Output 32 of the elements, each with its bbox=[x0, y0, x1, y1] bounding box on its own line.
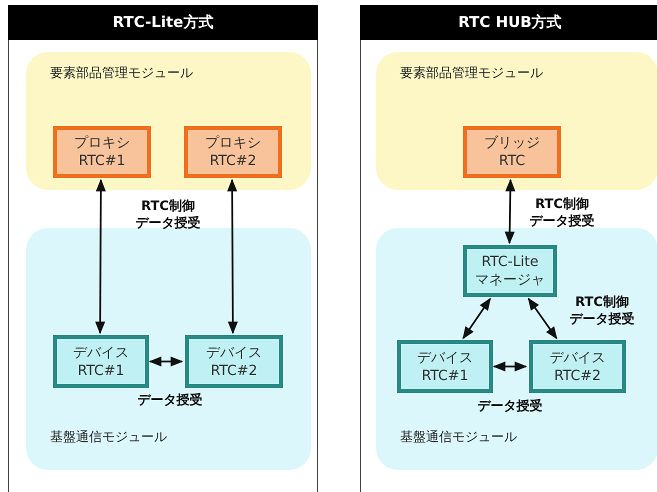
arrow bbox=[95, 178, 106, 334]
module-area bbox=[376, 52, 657, 190]
edge-label: RTC制御データ授受 bbox=[530, 196, 594, 230]
module-area bbox=[26, 228, 311, 470]
arrow bbox=[492, 361, 528, 372]
module-area bbox=[376, 228, 657, 470]
area-title: 基盤通信モジュール bbox=[400, 429, 517, 446]
note-label: RTC制御データ授受 bbox=[136, 198, 200, 232]
component-box: デバイス RTC#1 bbox=[397, 340, 493, 393]
arrow bbox=[462, 298, 491, 340]
component-box: RTC-Lite マネージャ bbox=[463, 245, 557, 297]
component-box: デバイス RTC#1 bbox=[53, 335, 149, 388]
area-title: 要素部品管理モジュール bbox=[400, 65, 543, 82]
edge-label: データ授受 bbox=[136, 392, 204, 409]
panel bbox=[8, 5, 318, 492]
component-box: プロキシ RTC#2 bbox=[184, 126, 282, 178]
arrow bbox=[148, 356, 184, 367]
area-title: 基盤通信モジュール bbox=[50, 429, 167, 446]
panel bbox=[360, 5, 657, 492]
area-title: 要素部品管理モジュール bbox=[50, 65, 193, 82]
edge-label: データ授受 bbox=[476, 398, 544, 415]
component-box: ブリッジ RTC bbox=[463, 126, 561, 178]
component-box: プロキシ RTC#1 bbox=[53, 126, 151, 178]
component-box: デバイス RTC#2 bbox=[185, 335, 283, 388]
edge-label: RTC制御データ授受 bbox=[570, 294, 634, 328]
module-area bbox=[26, 52, 311, 190]
component-box: デバイス RTC#2 bbox=[529, 340, 626, 393]
arrow bbox=[227, 178, 238, 334]
header-bar: RTC-Lite方式 bbox=[8, 5, 318, 40]
arrow bbox=[528, 298, 558, 340]
header-bar: RTC HUB方式 bbox=[360, 5, 657, 40]
arrow bbox=[504, 178, 516, 244]
